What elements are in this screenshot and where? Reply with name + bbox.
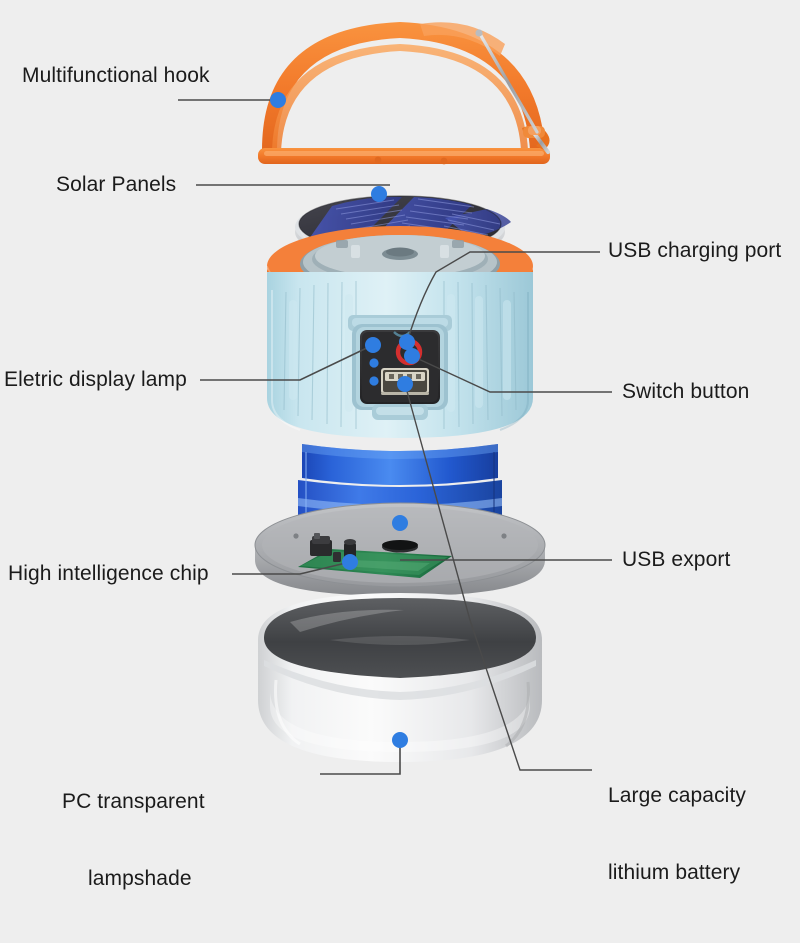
label-solar-panels: Solar Panels	[56, 173, 177, 196]
label-usb-export: USB export	[622, 548, 731, 571]
dot-high-intelligence-chip	[342, 554, 358, 570]
label-multifunctional-hook: Multifunctional hook	[22, 64, 210, 87]
leader-usb-charging-port	[406, 251, 600, 343]
dot-switch-button	[404, 348, 420, 364]
diagram-canvas: Multifunctional hook Solar Panels USB ch…	[4, 22, 782, 890]
label-high-intelligence-chip: High intelligence chip	[8, 562, 209, 585]
product-exploded-illustration	[178, 22, 612, 775]
dot-electric-display-lamp	[365, 337, 381, 353]
dot-usb-charging-port	[399, 334, 415, 350]
label-electric-display-lamp: Eletric display lamp	[4, 368, 187, 391]
part-lampshade	[258, 593, 542, 762]
leader-electric-display-lamp	[200, 344, 374, 381]
leader-lines	[178, 99, 612, 775]
label-pc-lampshade-line1: PC transparent	[62, 790, 205, 814]
leader-high-intelligence-chip	[232, 561, 351, 575]
label-large-capacity-battery-line2: lithium battery	[608, 861, 741, 885]
label-pc-lampshade-line2: lampshade	[88, 867, 192, 891]
dot-solar-panels	[371, 186, 387, 202]
part-chip-disc	[254, 502, 546, 596]
dot-multifunctional-hook	[270, 92, 286, 108]
leader-switch-button	[411, 355, 612, 393]
label-usb-charging-port: USB charging port	[608, 239, 782, 262]
dot-pc-lampshade	[392, 732, 408, 748]
dot-usb-export-top	[397, 376, 413, 392]
dot-usb-export	[392, 515, 408, 531]
label-large-capacity-battery-line1: Large capacity	[608, 784, 746, 808]
callout-dots	[270, 92, 420, 748]
label-switch-button: Switch button	[622, 380, 750, 403]
part-multifunctional-hook	[258, 22, 550, 165]
leader-pc-lampshade	[320, 740, 401, 775]
leader-large-capacity-battery	[404, 383, 592, 771]
pcb-board	[298, 533, 452, 578]
